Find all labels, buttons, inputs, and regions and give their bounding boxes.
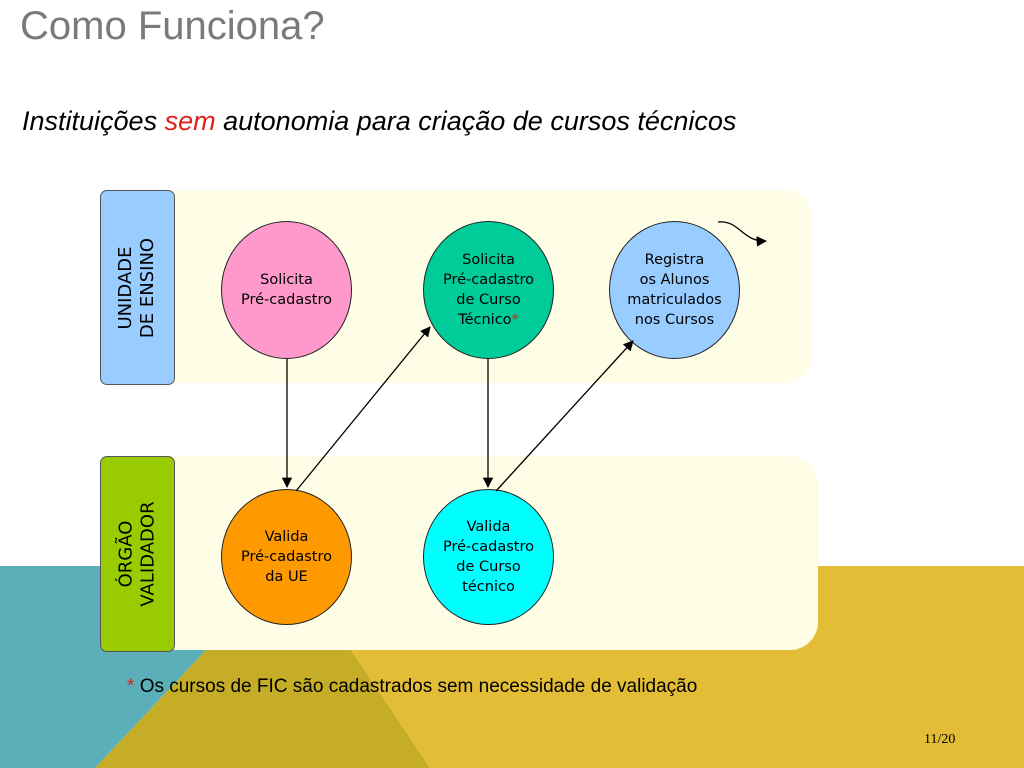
lane-unidade-label: UNIDADE DE ENSINO — [100, 190, 175, 385]
background-olive-shape — [95, 566, 430, 768]
node-solicita-curso-tecnico-label: Solicita Pré-cadastro de Curso Técnico — [443, 252, 534, 328]
lane-unidade-label-line2: DE ENSINO — [137, 237, 159, 338]
lane-orgao-label-line1: ÓRGÃO — [115, 520, 137, 588]
node-valida-curso-tecnico-label: Valida Pré-cadastro de Curso técnico — [443, 519, 534, 595]
footnote: * Os cursos de FIC são cadastrados sem n… — [127, 676, 697, 698]
node-registra-alunos-label: Registra os Alunos matriculados nos Curs… — [627, 252, 722, 328]
node-solicita-pre-cadastro: Solicita Pré-cadastro — [221, 221, 352, 359]
footnote-text: Os cursos de FIC são cadastrados sem nec… — [139, 676, 698, 697]
subtitle-before: Instituições — [22, 106, 158, 136]
node-valida-curso-tecnico: Valida Pré-cadastro de Curso técnico — [423, 489, 554, 625]
page-number: 11/20 — [924, 732, 956, 747]
lane-orgao-label: ÓRGÃO VALIDADOR — [100, 456, 175, 652]
node-valida-ue-label: Valida Pré-cadastro da UE — [241, 529, 332, 585]
lane-unidade-label-line1: UNIDADE — [115, 245, 137, 330]
slide-title: Como Funciona? — [20, 4, 325, 48]
slide-subtitle: Instituições sem autonomia para criação … — [22, 106, 736, 137]
node-valida-ue: Valida Pré-cadastro da UE — [221, 489, 352, 625]
footnote-asterisk: * — [127, 676, 135, 697]
node-solicita-curso-tecnico-asterisk: * — [511, 312, 519, 328]
subtitle-after: autonomia para criação de cursos técnico… — [223, 106, 737, 136]
node-solicita-curso-tecnico: Solicita Pré-cadastro de Curso Técnico* — [423, 221, 554, 359]
node-registra-alunos: Registra os Alunos matriculados nos Curs… — [609, 221, 740, 359]
node-solicita-pre-cadastro-label: Solicita Pré-cadastro — [241, 272, 332, 308]
lane-orgao-label-line2: VALIDADOR — [137, 501, 159, 607]
subtitle-emphasis: sem — [164, 106, 216, 136]
